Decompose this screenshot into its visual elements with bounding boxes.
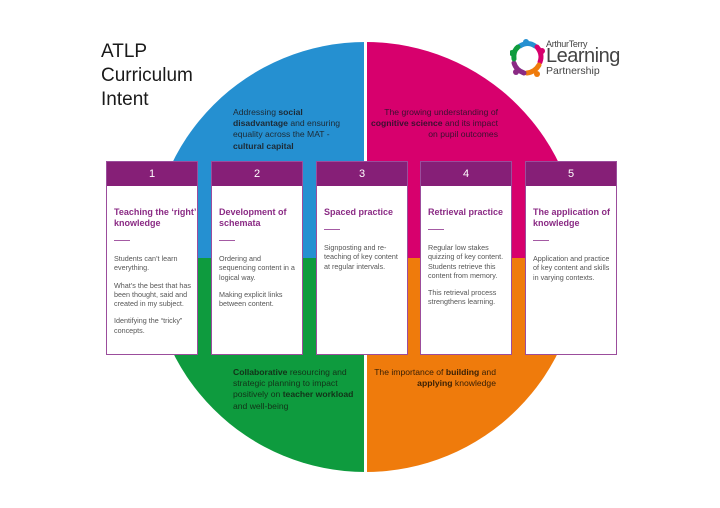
emphasis-text: Collaborative — [233, 367, 288, 377]
quadrant-text-building-applying: The importance of building and applying … — [370, 367, 496, 389]
emphasis-text: cognitive science — [370, 118, 443, 129]
body-text: resourcing and strategic planning to imp… — [233, 367, 347, 400]
card-number: 1 — [107, 162, 197, 186]
body-text: and — [479, 367, 496, 377]
body-text: knowledge — [452, 378, 496, 389]
card-paragraph: What’s the best that has been thought, s… — [114, 280, 191, 309]
card-title: The application of knowledge — [533, 207, 611, 228]
body-text: The importance of — [374, 367, 446, 377]
card-body: Students can’t learn everything. What’s … — [114, 254, 192, 335]
principle-card-5: 5 The application of knowledge Applicati… — [525, 161, 617, 355]
principle-card-1: 1 Teaching the ‘right’ knowledge Student… — [106, 161, 198, 355]
emphasis-text: social disadvantage — [233, 107, 303, 129]
card-paragraph: Identifying the “tricky” concepts. — [114, 316, 183, 335]
principle-card-3: 3 Spaced practice Signposting and re-tea… — [316, 161, 408, 355]
principle-card-4: 4 Retrieval practice Regular low stakes … — [420, 161, 512, 355]
body-text: The growing understanding of — [384, 107, 498, 117]
card-paragraph: Making explicit links between content. — [219, 289, 283, 309]
card-number: 4 — [421, 162, 511, 186]
people-circle-icon — [510, 39, 545, 77]
card-number: 2 — [212, 162, 302, 186]
card-paragraph: Signposting and re-teaching of key conte… — [324, 243, 398, 271]
card-divider — [324, 229, 340, 230]
card-title: Spaced practice — [324, 207, 394, 217]
body-text: and well-being — [233, 400, 289, 411]
emphasis-text: teacher workload — [282, 389, 354, 400]
emphasis-text: applying — [417, 378, 453, 389]
card-title: Development of schemata — [219, 207, 287, 228]
quadrant-text-social-disadvantage: Addressing social disadvantage and ensur… — [233, 107, 348, 152]
logo-line-arthurterry: ArthurTerry — [546, 39, 588, 49]
card-body: Ordering and sequencing content in a log… — [219, 254, 297, 308]
title-line-3: Intent — [101, 89, 149, 110]
emphasis-text: cultural capital — [233, 140, 294, 151]
card-paragraph: Application and practice of key content … — [533, 254, 610, 282]
card-paragraph: Students can’t learn everything. — [114, 254, 178, 273]
quadrant-text-cognitive-science: The growing understanding of cognitive s… — [370, 107, 498, 141]
title-line-2: Curriculum — [101, 65, 193, 86]
card-body: Regular low stakes quizzing of key conte… — [428, 243, 506, 307]
body-text: Addressing — [233, 107, 279, 117]
emphasis-text: building — [445, 367, 480, 377]
card-divider — [114, 240, 130, 241]
card-title: Teaching the ‘right’ knowledge — [114, 207, 196, 228]
card-divider — [533, 240, 549, 241]
quadrant-text-collaborative: Collaborative resourcing and strategic p… — [233, 367, 363, 412]
card-divider — [219, 240, 235, 241]
body-text: and ensuring equality across the MAT - — [233, 118, 341, 140]
atlp-logo: ArthurTerry Learning Partnership — [510, 36, 630, 80]
card-number: 3 — [317, 162, 407, 186]
principle-card-2: 2 Development of schemata Ordering and s… — [211, 161, 303, 355]
card-paragraph: Regular low stakes quizzing of key conte… — [428, 243, 504, 280]
card-body: Signposting and re-teaching of key conte… — [324, 243, 402, 271]
card-title: Retrieval practice — [428, 207, 504, 217]
body-text: and its impact on pupil outcomes — [428, 118, 498, 140]
logo-line-learning: Learning — [546, 45, 620, 67]
title-line-1: ATLP — [101, 41, 148, 62]
card-paragraph: Ordering and sequencing content in a log… — [219, 254, 295, 282]
card-body: Application and practice of key content … — [533, 254, 611, 282]
card-divider — [428, 229, 444, 230]
card-number: 5 — [526, 162, 616, 186]
logo-line-partnership: Partnership — [546, 65, 600, 77]
page-title: ATLP Curriculum Intent — [101, 40, 193, 112]
card-paragraph: This retrieval process strengthens learn… — [428, 288, 497, 307]
